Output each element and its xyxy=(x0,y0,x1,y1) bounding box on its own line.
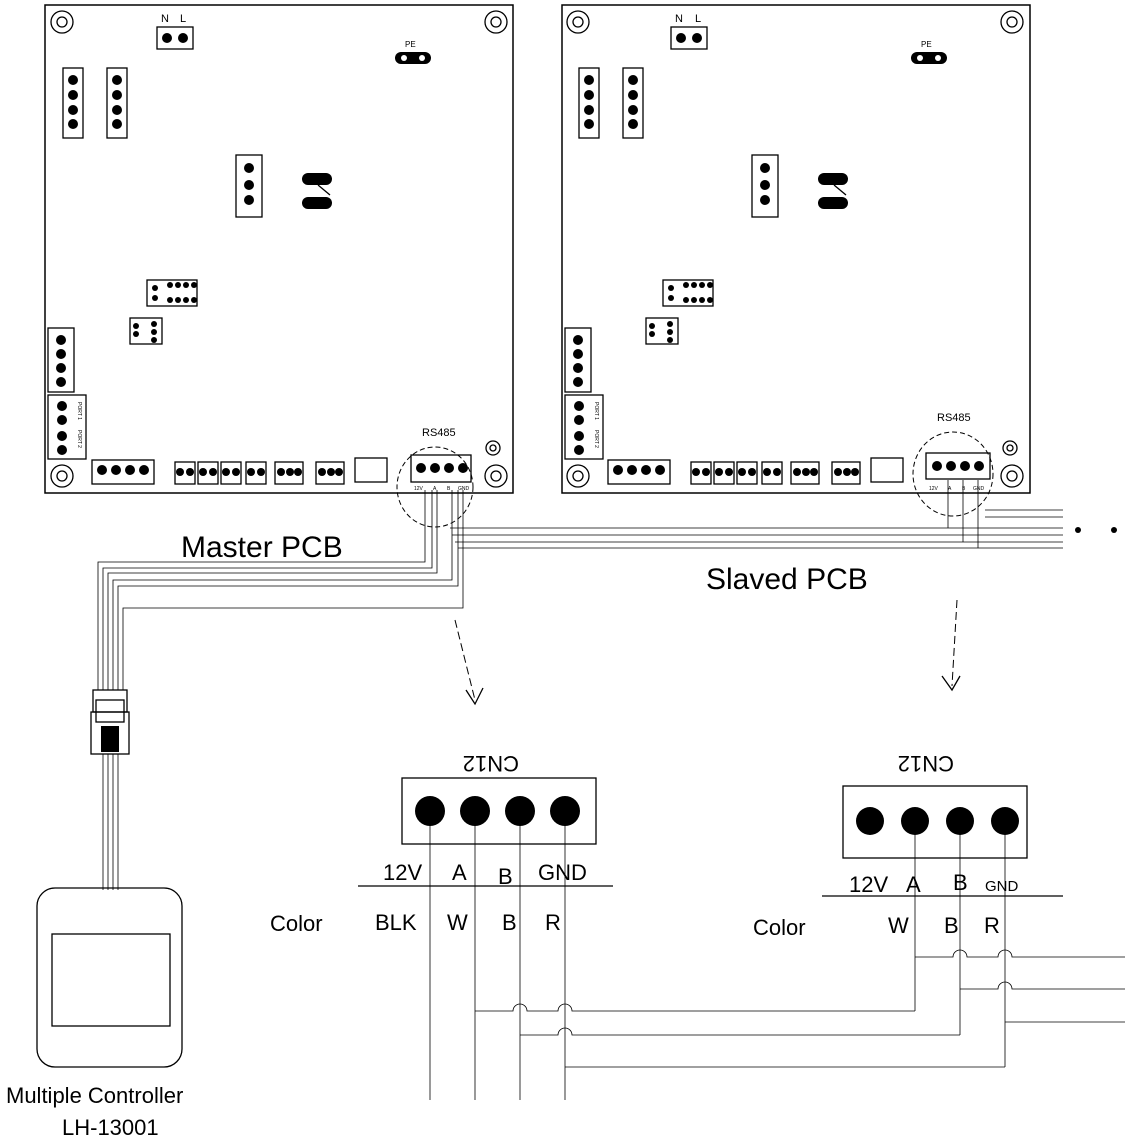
controller-model: LH-13001 xyxy=(62,1115,159,1140)
slave-port1-label: PORT 1 xyxy=(593,402,599,420)
slave-pe-label: PE xyxy=(921,40,932,49)
master-pe-label: PE xyxy=(405,40,416,49)
master-pin-a: A xyxy=(433,486,437,492)
slave-port2-label: PORT 2 xyxy=(593,430,599,448)
slave-color-w: W xyxy=(888,913,909,938)
master-detail-pin-a: A xyxy=(452,860,467,885)
master-color-b: B xyxy=(502,910,517,935)
master-pin-gnd: GND xyxy=(458,486,470,492)
slave-detail-pin-a: A xyxy=(906,872,921,897)
slave-color-label: Color xyxy=(753,915,806,940)
master-color-r: R xyxy=(545,910,561,935)
slave-cn12-label: CN12 xyxy=(898,751,954,776)
master-l-label: L xyxy=(180,13,186,25)
slave-pin-a: A xyxy=(948,486,952,492)
master-rs485-label: RS485 xyxy=(422,427,456,439)
master-detail-pin-b: B xyxy=(498,864,513,889)
slave-pin-gnd: GND xyxy=(973,486,985,492)
master-cn12-label: CN12 xyxy=(463,751,519,776)
slave-detail-pin-12v: 12V xyxy=(849,872,888,897)
master-cn12-detail: CN12 12V A B GND Color BLK W B R xyxy=(270,751,613,1100)
mounting-hole-icon xyxy=(50,10,508,488)
slave-pcb: N L PE PORT 1 PORT 2 RS48 xyxy=(561,4,1031,517)
bus-wiring xyxy=(475,949,1125,1068)
master-pcb-title: Master PCB xyxy=(181,531,343,564)
slave-rs485-label: RS485 xyxy=(937,412,971,424)
master-color-blk: BLK xyxy=(375,910,417,935)
rs485-bus-cable xyxy=(97,480,1063,690)
master-n-label: N xyxy=(161,13,169,25)
mounting-hole-icon xyxy=(566,10,1024,488)
master-detail-pin-12v: 12V xyxy=(383,860,422,885)
slave-rs485-highlight xyxy=(912,431,994,517)
master-detail-pin-gnd: GND xyxy=(538,860,587,885)
multiple-controller xyxy=(36,689,183,1068)
slave-pin-12v: 12V xyxy=(929,486,939,492)
callout-arrow-icon xyxy=(454,599,961,706)
continuation-dot xyxy=(1075,527,1081,533)
master-color-w: W xyxy=(447,910,468,935)
master-pin-12v: 12V xyxy=(414,486,424,492)
slave-l-label: L xyxy=(695,13,701,25)
slave-detail-pin-gnd: GND xyxy=(985,878,1019,895)
master-rs485-highlight xyxy=(396,446,474,528)
slave-color-r: R xyxy=(984,913,1000,938)
master-pcb: N L PE PORT 1 PORT 2 xyxy=(44,4,514,528)
master-pin-b: B xyxy=(447,486,451,492)
slave-pcb-title: Slaved PCB xyxy=(706,563,868,596)
controller-name: Multiple Controller xyxy=(6,1083,183,1108)
slave-color-b: B xyxy=(944,913,959,938)
slave-cn12-detail: CN12 12V A B GND Color W B R xyxy=(753,751,1063,1067)
master-port1-label: PORT 1 xyxy=(76,402,82,420)
slave-pin-b: B xyxy=(962,486,966,492)
slave-n-label: N xyxy=(675,13,683,25)
master-port2-label: PORT 2 xyxy=(76,430,82,448)
master-color-label: Color xyxy=(270,911,323,936)
continuation-dot xyxy=(1111,527,1117,533)
